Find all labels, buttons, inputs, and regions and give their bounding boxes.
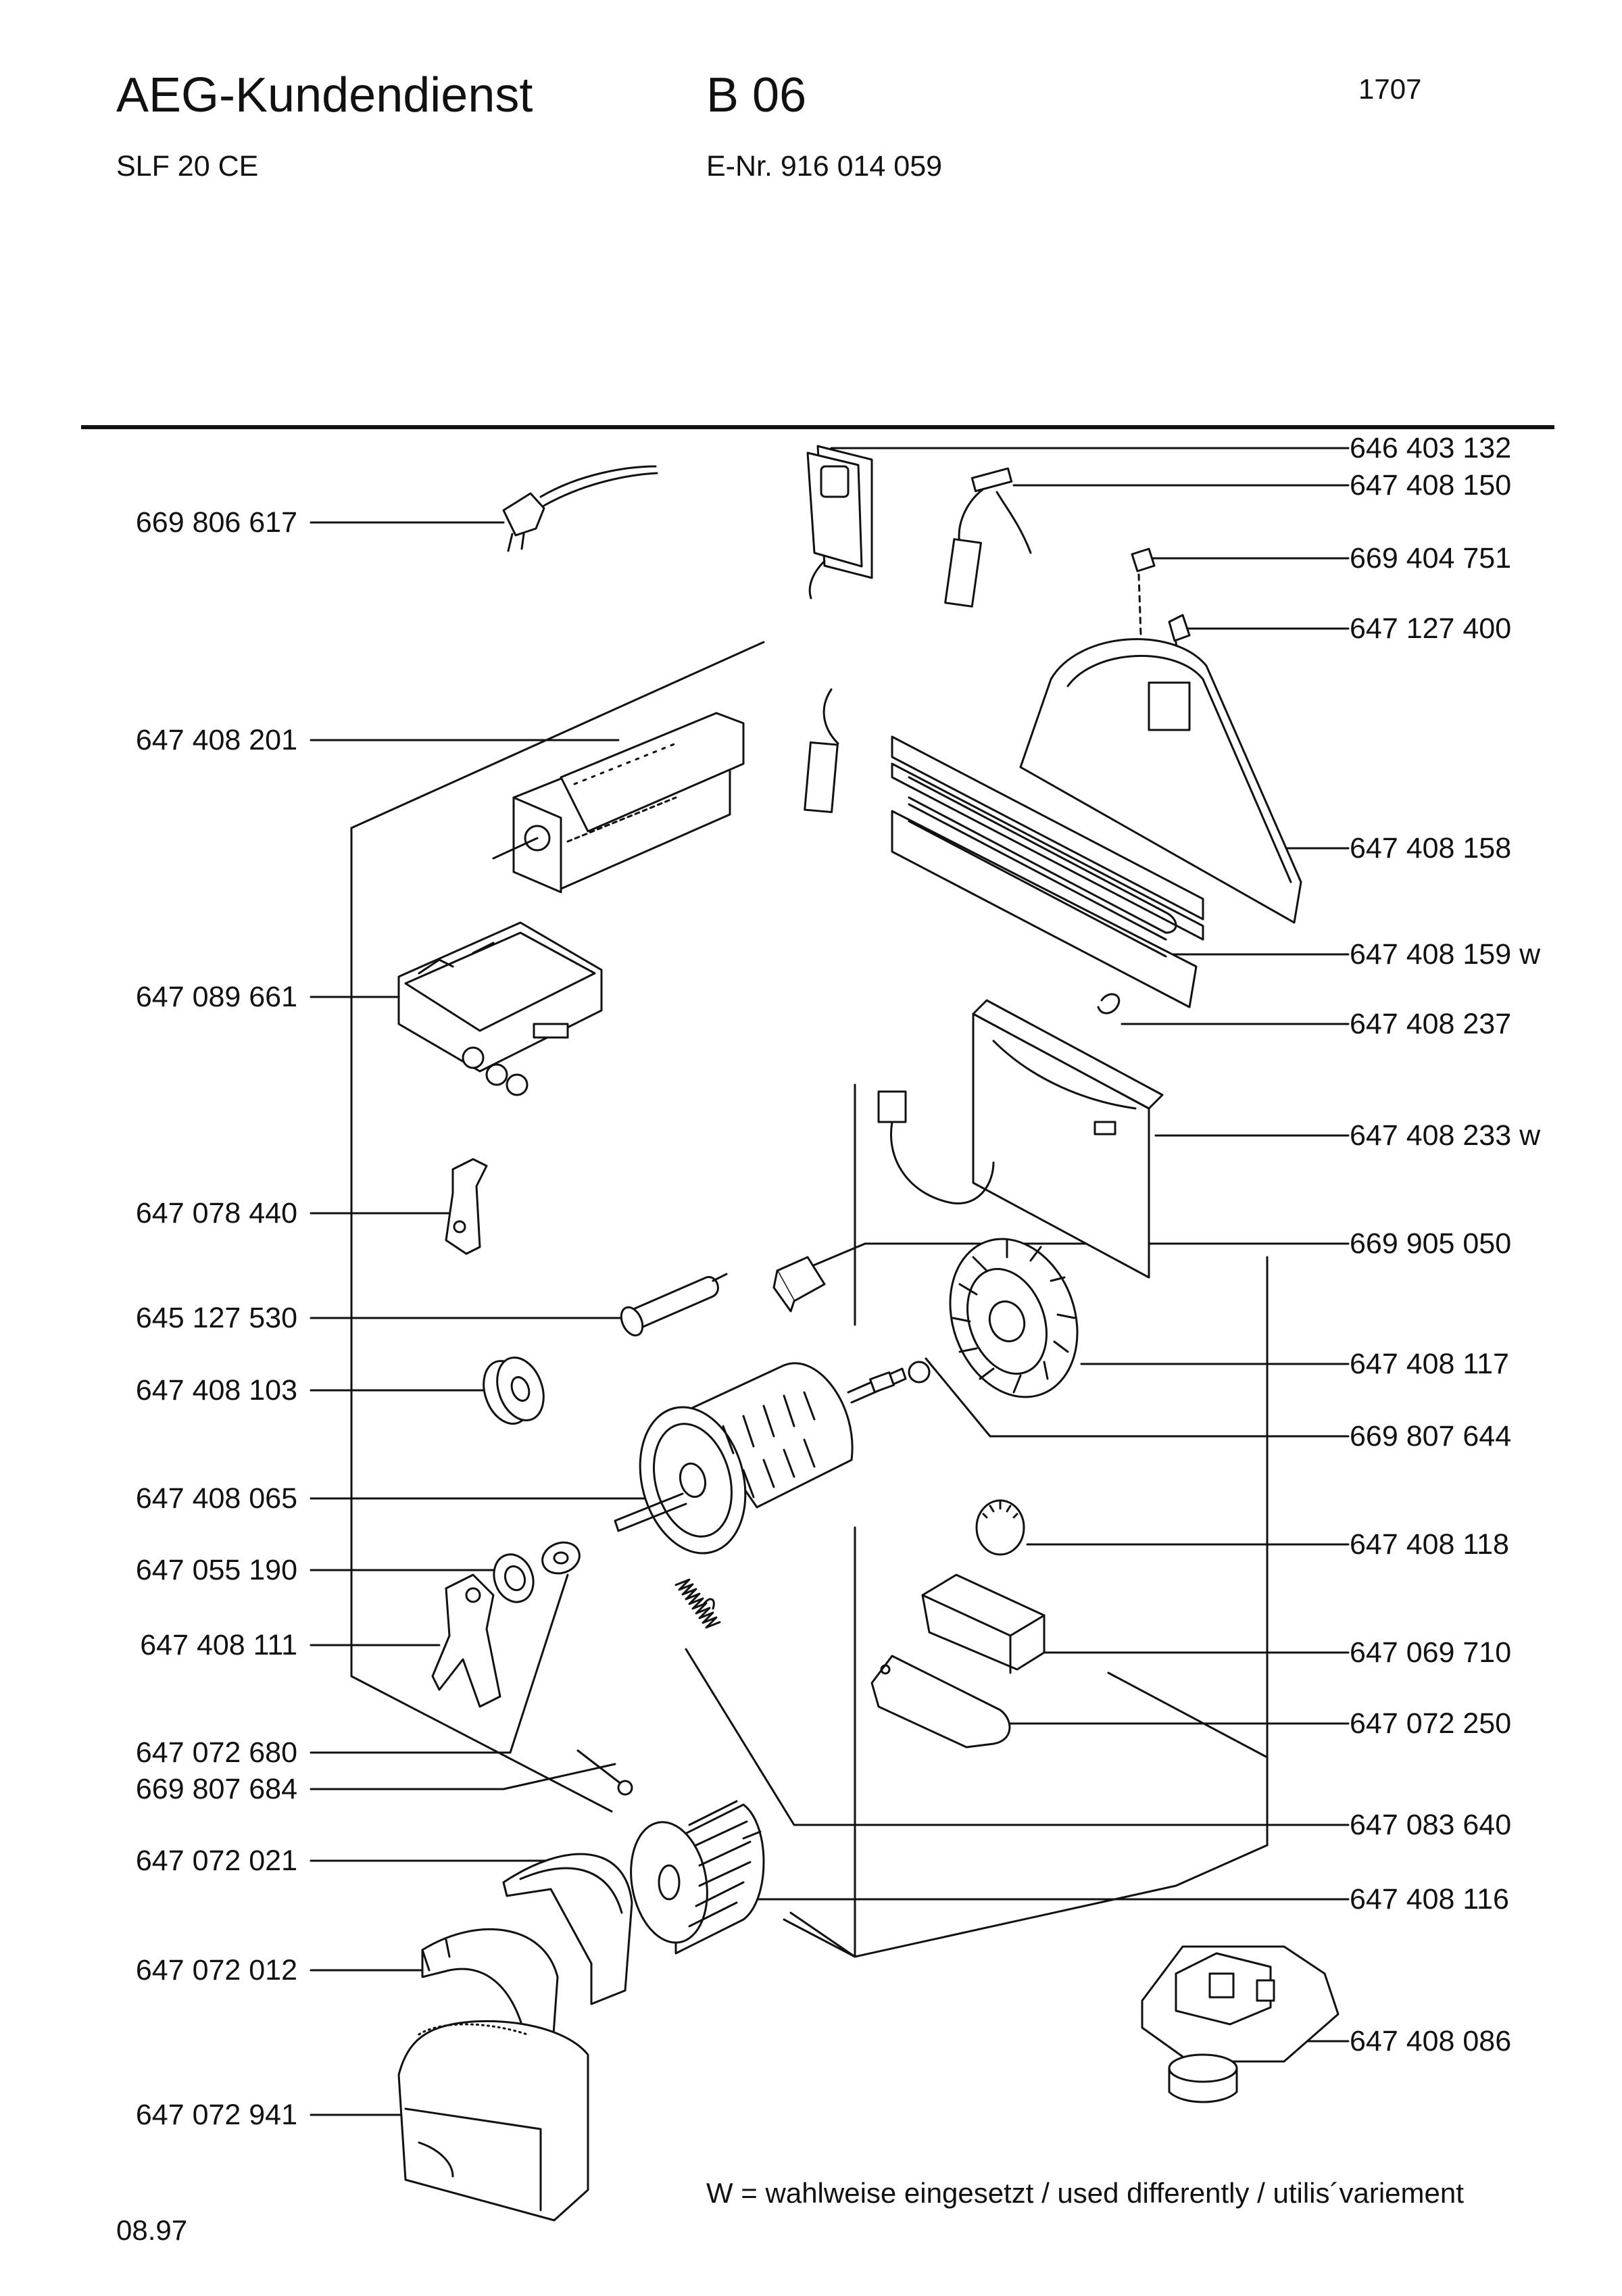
part-label: 647 072 680	[135, 1736, 297, 1769]
part-label: 647 083 640	[1350, 1809, 1512, 1841]
part-label: 647 408 117	[1350, 1348, 1509, 1380]
part-label: 647 408 118	[1350, 1528, 1509, 1561]
fluff-filter	[397, 2020, 589, 2222]
e-number: E-Nr. 916 014 059	[706, 150, 943, 182]
part-label: 647 127 400	[1350, 612, 1512, 645]
part-label: 647 408 103	[135, 1374, 297, 1407]
part-label: 647 408 237	[1350, 1008, 1512, 1040]
housing-frame-outline	[350, 641, 1269, 1958]
part-label: 647 072 012	[135, 1954, 297, 1986]
leader-lines-right	[685, 447, 1350, 2043]
pulley-647408103	[483, 1357, 545, 1425]
small-clip-669404751	[1131, 547, 1156, 677]
spring-clip-647408237	[1097, 993, 1121, 1015]
part-label: 647 072 021	[135, 1845, 297, 1877]
drain-pump	[1141, 1945, 1340, 2103]
drive-motor	[614, 1362, 907, 1555]
drum-fan-wheel	[949, 1238, 1079, 1398]
screw-669807684	[576, 1749, 633, 1796]
fan-cover-012	[421, 1928, 559, 2073]
temperature-sensor-lead	[944, 467, 1032, 608]
part-label: 647 408 201	[135, 724, 297, 756]
motor-bracket	[431, 1573, 501, 1708]
part-label: 647 408 158	[1350, 832, 1512, 864]
part-label: 647 072 250	[1350, 1707, 1512, 1740]
slider-block	[921, 1573, 1046, 1674]
timer-control-module	[492, 712, 745, 894]
brand-title: AEG-Kundendienst	[116, 68, 533, 122]
part-label: 647 055 190	[135, 1554, 297, 1586]
mains-plug-cable	[502, 465, 658, 552]
part-label: 647 408 116	[1350, 1883, 1509, 1915]
capacitor	[620, 1273, 728, 1337]
connector-669905050	[772, 1256, 826, 1313]
part-label: 645 127 530	[135, 1302, 297, 1334]
group-code: B 06	[706, 68, 807, 122]
air-duct-panel	[877, 999, 1164, 1279]
circlip-669807644	[908, 1361, 931, 1384]
heater-element-assembly	[804, 638, 1302, 1008]
part-label: 669 807 684	[135, 1773, 297, 1805]
tension-spring	[674, 1578, 721, 1629]
part-label: 647 408 086	[1350, 2025, 1512, 2057]
part-label: 669 806 617	[135, 506, 297, 539]
switch-block	[397, 921, 603, 1096]
sheet-number: 1707	[1358, 73, 1422, 105]
washer-647072680	[541, 1541, 581, 1575]
lever-647072250	[870, 1655, 1011, 1749]
part-label: 646 403 132	[1350, 432, 1512, 464]
part-label: 647 408 111	[140, 1629, 297, 1661]
part-label: 669 404 751	[1350, 542, 1512, 575]
bracket-647078440	[445, 1158, 488, 1255]
part-label: 647 089 661	[135, 981, 297, 1013]
footnote-variant-legend: W = wahlweise eingesetzt / used differen…	[706, 2177, 1464, 2209]
part-label: 647 069 710	[1350, 1636, 1512, 1669]
part-label: 669 905 050	[1350, 1227, 1512, 1260]
part-label: 647 408 065	[135, 1482, 297, 1515]
part-label: 669 807 644	[1350, 1420, 1512, 1452]
part-label: 647 072 941	[135, 2099, 297, 2131]
blower-wheel	[630, 1800, 765, 1955]
part-label: 647 408 233 w	[1350, 1119, 1541, 1152]
part-label: 647 408 159 w	[1350, 938, 1541, 971]
fan-cover-021	[502, 1853, 633, 2005]
bearing-647055190	[493, 1553, 535, 1603]
part-label: 647 408 150	[1350, 469, 1512, 502]
issue-date: 08.97	[116, 2214, 188, 2246]
part-label: 647 078 440	[135, 1197, 297, 1229]
small-gear-647408118	[975, 1499, 1025, 1556]
model-name: SLF 20 CE	[116, 150, 259, 182]
filter-housing-box	[806, 445, 873, 600]
header-divider	[81, 425, 1554, 429]
